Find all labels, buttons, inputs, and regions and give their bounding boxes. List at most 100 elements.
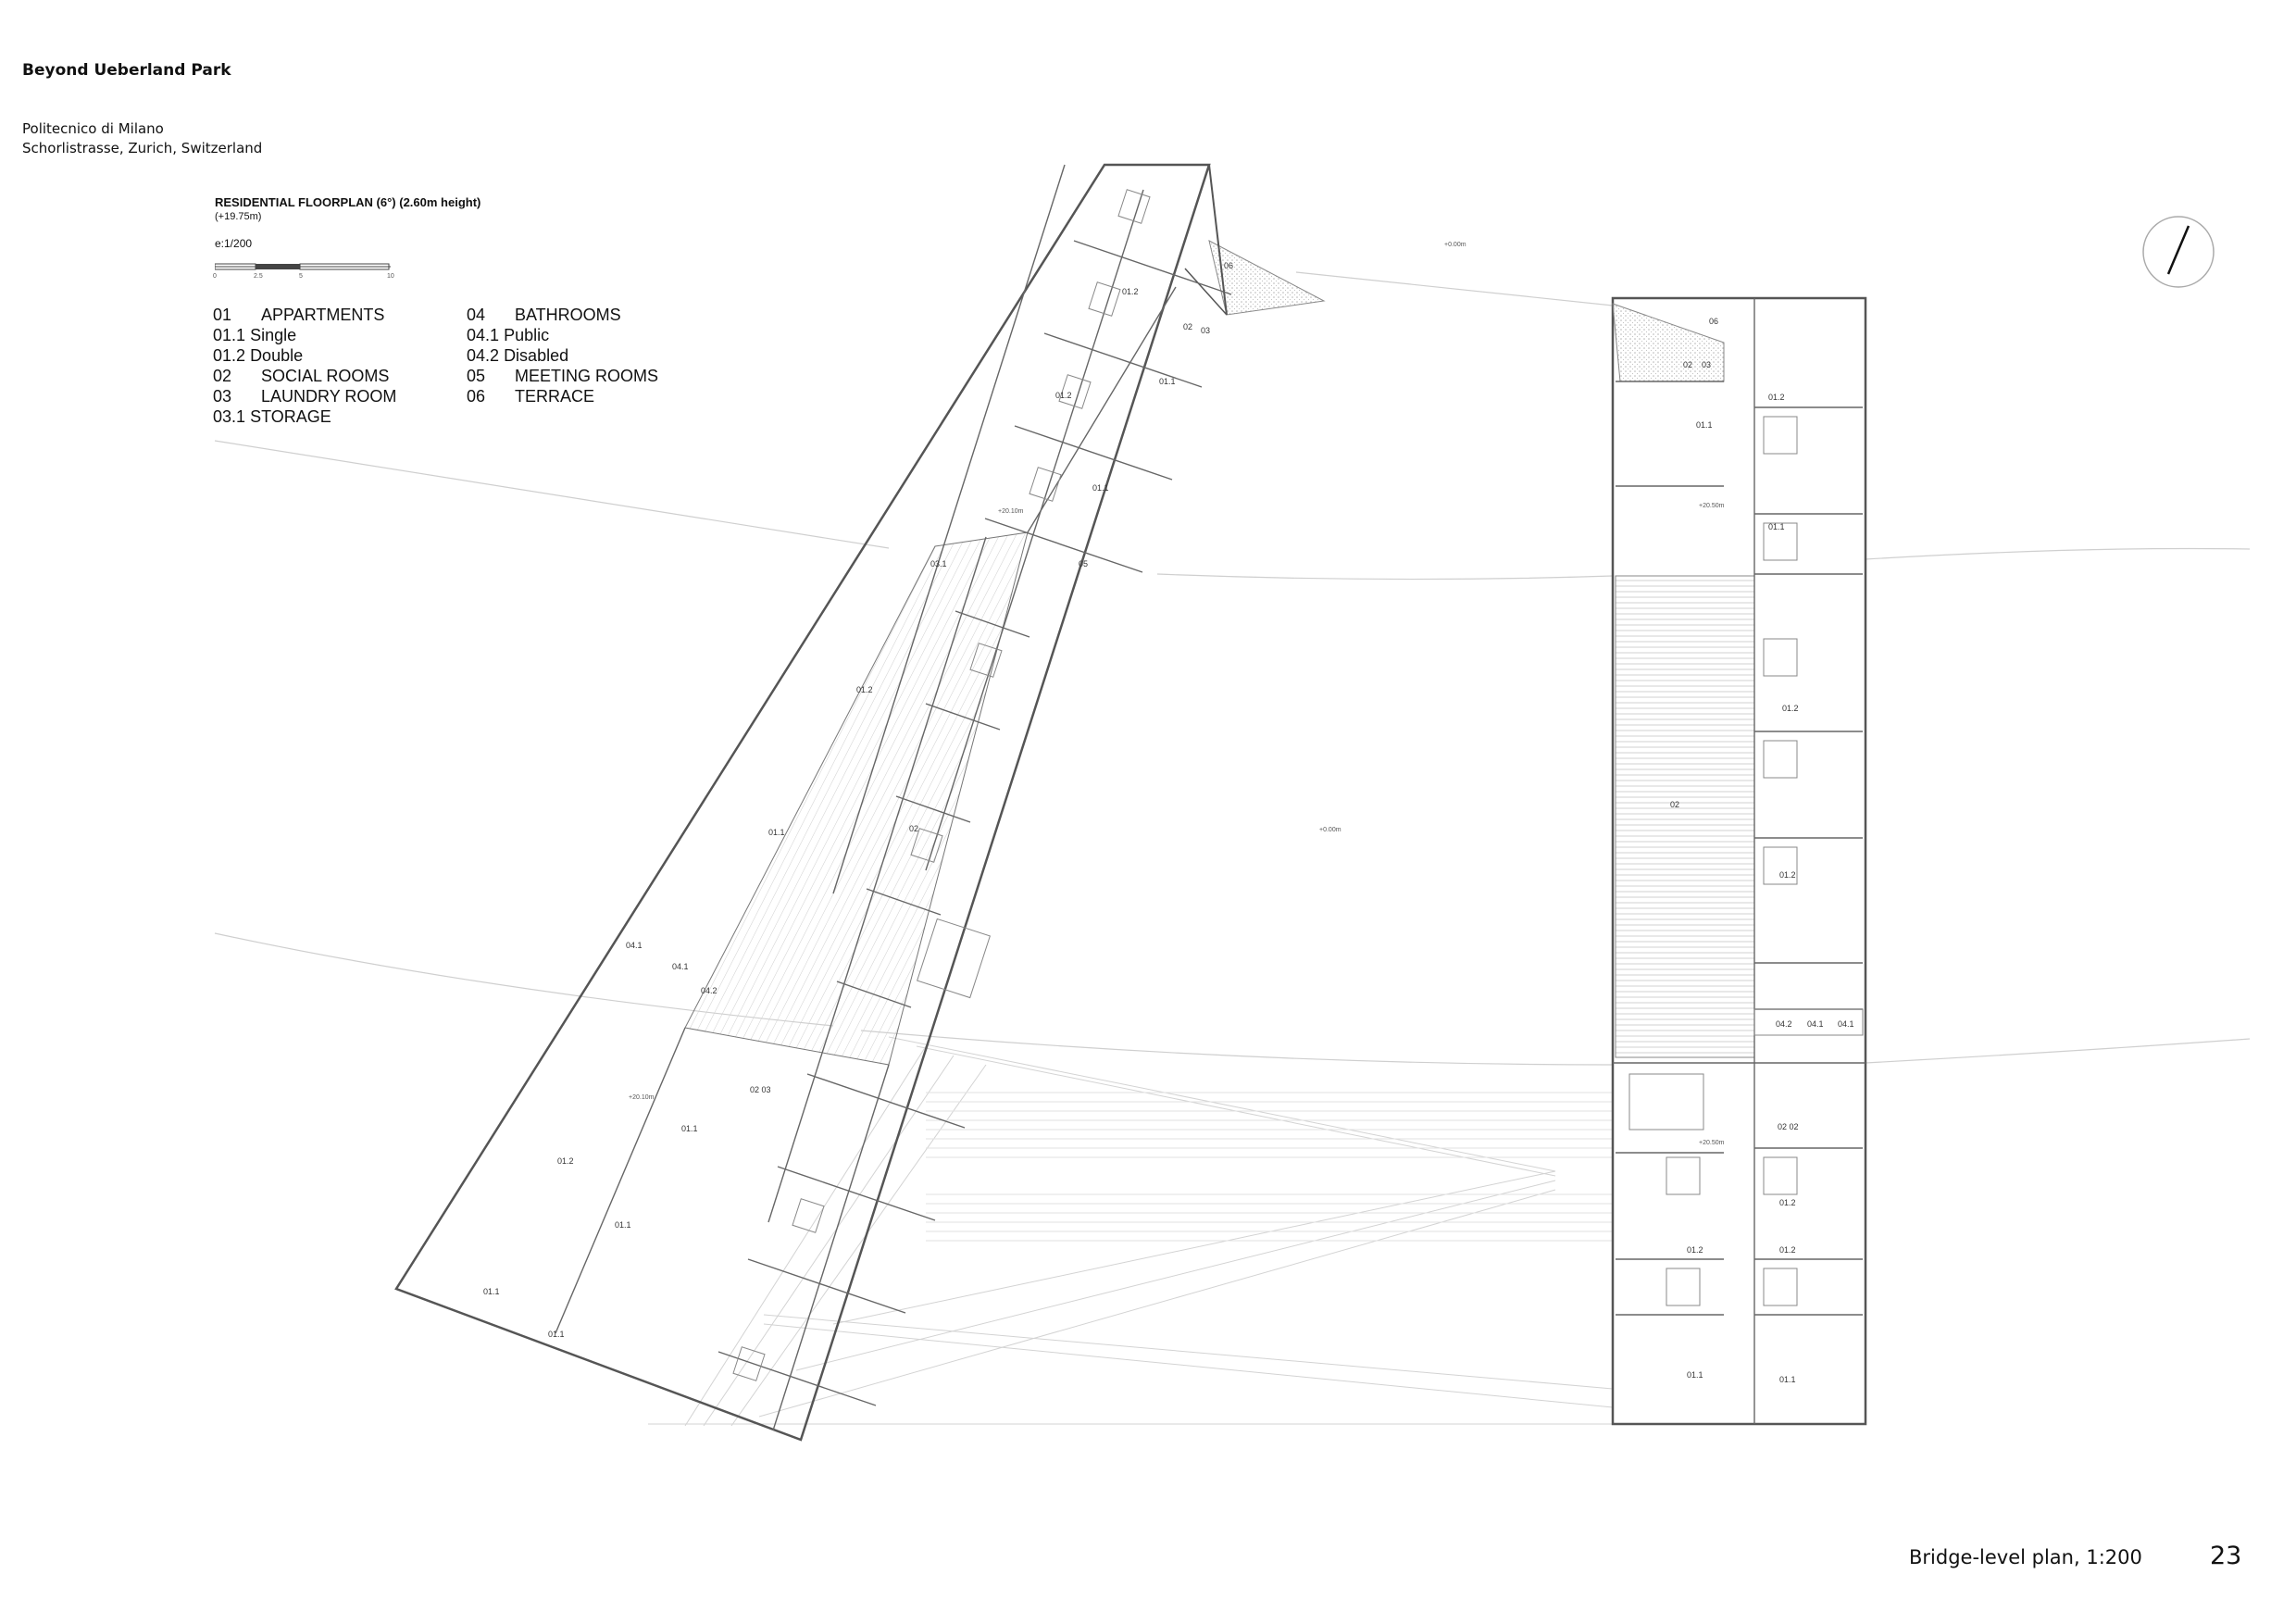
legend-code: 01.2 <box>213 346 246 365</box>
room-label: 01.2 <box>1779 870 1796 880</box>
legend-item: 04.1 Public <box>467 325 658 345</box>
ground-landscape-lines <box>648 1036 1614 1427</box>
room-label: 06 <box>1224 261 1233 270</box>
legend-item: 01.2 Double <box>213 345 396 366</box>
room-label: 01.2 <box>1122 287 1139 296</box>
legend-code: 04 <box>467 306 486 324</box>
legend-left: 01 APPARTMENTS 01.1 Single 01.2 Double 02… <box>213 305 396 427</box>
elevation-mark: +20.10m <box>998 508 1024 515</box>
room-label: 04.2 <box>1776 1019 1792 1029</box>
legend-label: APPARTMENTS <box>261 306 385 324</box>
legend-item: 02 SOCIAL ROOMS <box>213 366 396 386</box>
legend-code: 04.2 <box>467 346 500 365</box>
room-label: 01.1 <box>1092 483 1109 493</box>
legend-item: 04 BATHROOMS <box>467 305 658 325</box>
room-label: 02 03 <box>750 1085 771 1094</box>
room-label: 05 <box>1079 559 1088 568</box>
room-label: 01.1 <box>1779 1375 1796 1384</box>
legend-label: Single <box>250 326 297 344</box>
room-label: 02 <box>1183 322 1192 331</box>
room-label: 01.1 <box>483 1287 500 1296</box>
room-label: 04.1 <box>1807 1019 1824 1029</box>
right-wing-outline <box>1611 296 1867 1426</box>
right-wing <box>1611 296 1867 1426</box>
legend-label: Public <box>504 326 550 344</box>
room-label: 04.1 <box>672 962 689 971</box>
plan-elevation: (+19.75m) <box>215 211 262 222</box>
room-label: 01.1 <box>615 1220 631 1230</box>
room-label: 03 <box>1702 360 1711 369</box>
left-wing-outline <box>394 163 1211 1442</box>
room-labels-left: 01.2 02 03 01.2 01.1 01.1 03.1 05 01.2 0… <box>483 261 1233 1339</box>
elevation-mark: +0.00m <box>1319 827 1341 833</box>
legend-label: Disabled <box>504 346 569 365</box>
legend-label: MEETING ROOMS <box>515 367 659 385</box>
room-label: 02 02 <box>1778 1122 1799 1131</box>
scale-tick-label: 10 <box>387 273 394 280</box>
scale-tick-label: 2.5 <box>254 273 263 280</box>
room-label: 01.2 <box>1779 1245 1796 1255</box>
elevation-mark: +0.00m <box>1444 242 1466 248</box>
legend-code: 01 <box>213 306 232 324</box>
terrace-right <box>1612 303 1725 382</box>
legend-code: 01.1 <box>213 326 246 344</box>
room-label: 01.2 <box>557 1156 574 1166</box>
legend-item: 03 LAUNDRY ROOM <box>213 386 396 406</box>
room-label: 01.2 <box>1779 1198 1796 1207</box>
context-lines <box>214 271 2251 1066</box>
legend-label: BATHROOMS <box>515 306 621 324</box>
room-label: 01.1 <box>1696 420 1713 430</box>
room-label: 04.2 <box>701 986 718 995</box>
elevation-mark: +20.50m <box>1699 503 1725 509</box>
room-label: 01.1 <box>1768 522 1785 531</box>
legend-label: LAUNDRY ROOM <box>261 387 397 406</box>
room-label: 01.2 <box>856 685 873 694</box>
legend-item: 03.1 STORAGE <box>213 406 396 427</box>
room-label: 04.1 <box>1838 1019 1854 1029</box>
legend-item: 05 MEETING ROOMS <box>467 366 658 386</box>
terrace-left <box>1208 240 1326 316</box>
room-label: 04.1 <box>626 941 643 950</box>
legend-item: 01.1 Single <box>213 325 396 345</box>
room-label: 06 <box>1709 317 1718 326</box>
room-label: 02 <box>909 824 918 833</box>
ground-stripe-band <box>926 1092 1613 1242</box>
legend-code: 05 <box>467 367 486 385</box>
scale-bar <box>215 263 391 270</box>
room-label: 01.1 <box>768 828 785 837</box>
room-label: 03 <box>1201 326 1210 335</box>
institution-name: Politecnico di Milano <box>22 120 164 137</box>
left-wing-partitions <box>555 164 1232 1431</box>
right-wing-bath-pods <box>1628 416 1864 1306</box>
legend-item: 04.2 Disabled <box>467 345 658 366</box>
legend-label: Double <box>250 346 304 365</box>
elevation-marks: +20.10m +20.10m +20.50m +20.50m +0.00m +… <box>629 242 1725 1146</box>
left-wing-bath-pods <box>732 189 1151 1381</box>
elevation-mark: +20.10m <box>629 1094 655 1101</box>
right-wing-corridor <box>1615 575 1755 1058</box>
room-label: 02 <box>1683 360 1692 369</box>
legend-label: SOCIAL ROOMS <box>261 367 390 385</box>
room-label: 01.1 <box>1687 1370 1703 1380</box>
legend-item: 01 APPARTMENTS <box>213 305 396 325</box>
legend-right: 04 BATHROOMS 04.1 Public 04.2 Disabled 05… <box>467 305 658 406</box>
legend-code: 03.1 <box>213 407 246 426</box>
room-label: 01.2 <box>1055 391 1072 400</box>
plan-scale: e:1/200 <box>215 237 253 250</box>
legend-code: 02 <box>213 367 232 385</box>
room-label: 01.1 <box>1159 377 1176 386</box>
room-label: 01.2 <box>1782 704 1799 713</box>
north-arrow-icon <box>2142 216 2215 288</box>
left-wing-corridor <box>684 531 1029 1066</box>
room-label: 01.1 <box>548 1330 565 1339</box>
legend-code: 03 <box>213 387 232 406</box>
project-title: Beyond Ueberland Park <box>22 61 231 80</box>
legend-label: STORAGE <box>250 407 331 426</box>
room-label: 01.2 <box>1687 1245 1703 1255</box>
figure-caption: Bridge-level plan, 1:200 <box>1909 1546 2142 1568</box>
room-label: 01.1 <box>681 1124 698 1133</box>
legend-code: 06 <box>467 387 486 406</box>
room-labels-right: 06 02 03 01.2 01.1 01.1 01.2 02 01.2 04.… <box>1670 317 1854 1384</box>
